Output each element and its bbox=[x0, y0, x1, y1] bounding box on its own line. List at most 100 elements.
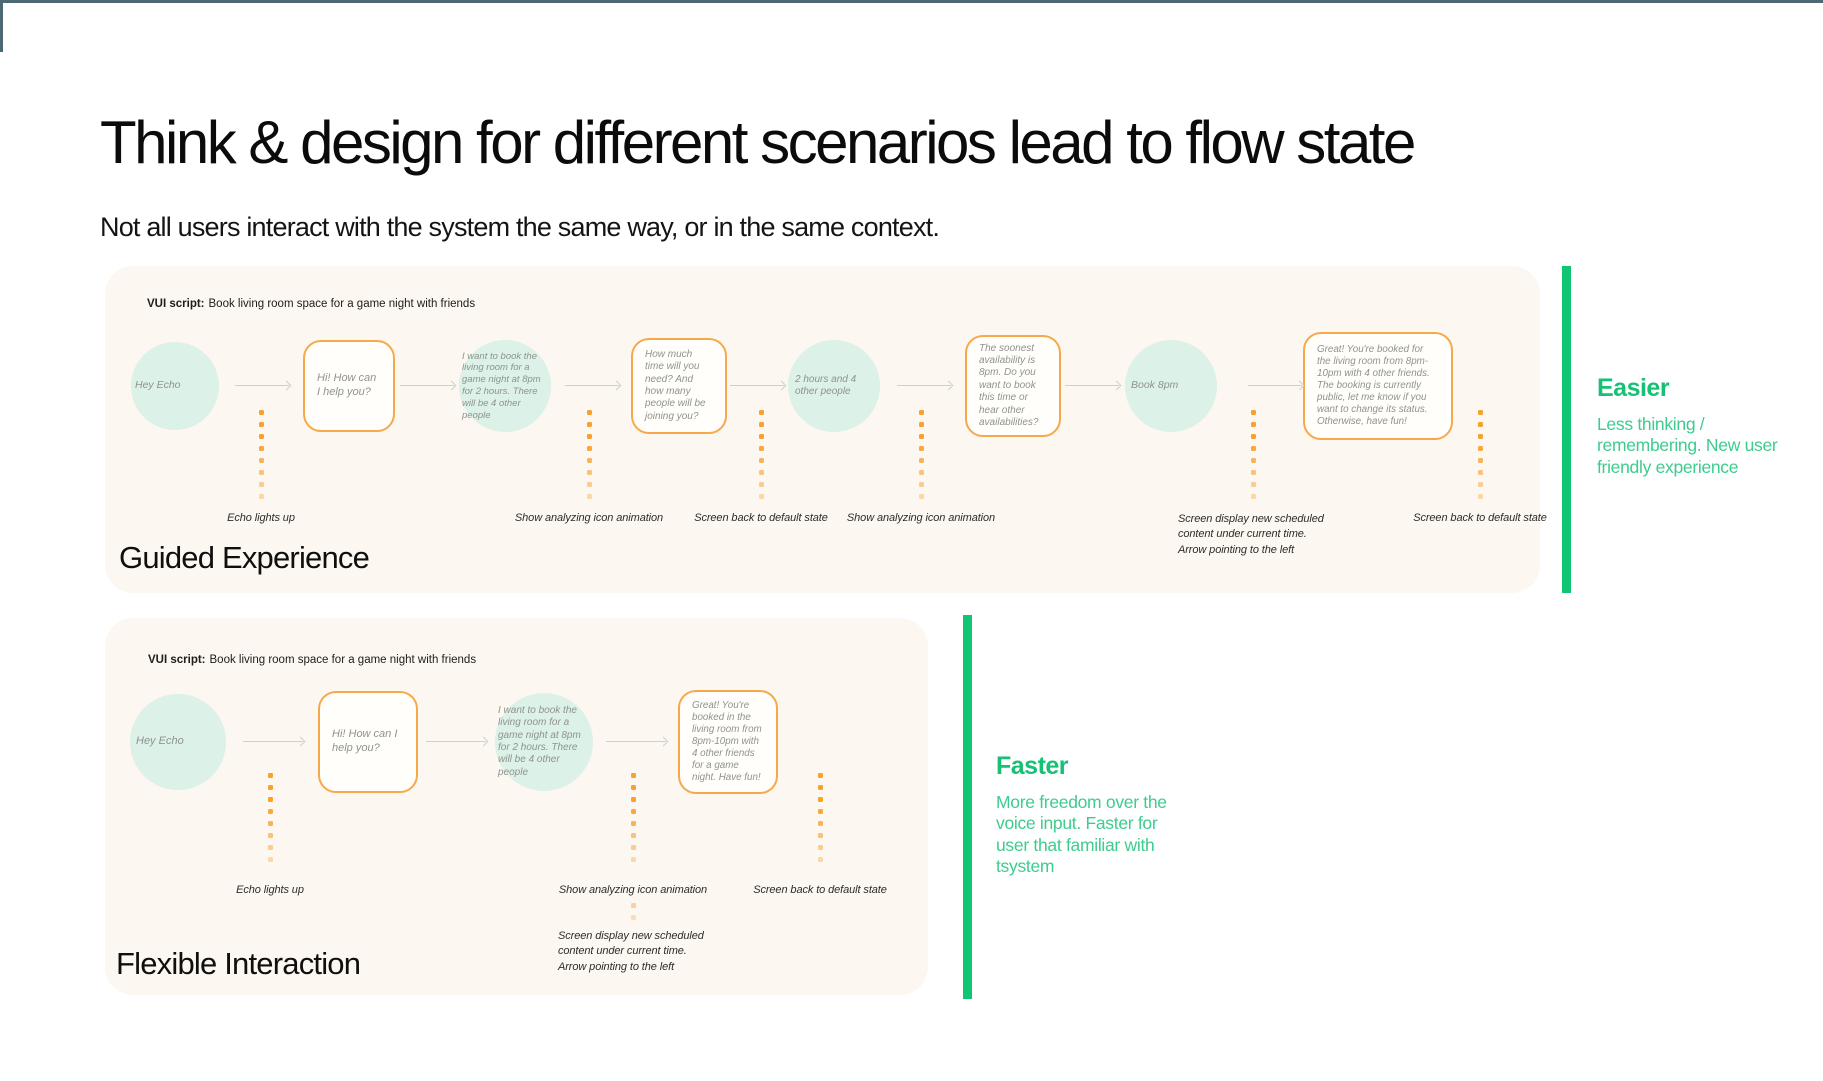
dotted-connector bbox=[817, 773, 823, 869]
connector-dot bbox=[1250, 458, 1256, 463]
connector-dot bbox=[267, 845, 273, 850]
flow-arrow bbox=[896, 385, 951, 386]
connector-dot bbox=[1477, 422, 1483, 427]
faster-accent-bar bbox=[963, 615, 972, 999]
connector-dot bbox=[630, 903, 636, 908]
annotation-label: Echo lights up bbox=[227, 512, 295, 524]
easier-body: Less thinking / remembering. New user fr… bbox=[1597, 414, 1778, 477]
annotation-label: Show analyzing icon animation bbox=[846, 512, 996, 524]
connector-dot bbox=[1250, 482, 1256, 487]
connector-dot bbox=[1477, 434, 1483, 439]
connector-dot bbox=[1477, 494, 1483, 499]
vui-script: VUI script:Book living room space for a … bbox=[147, 298, 475, 310]
faster-body: More freedom over the voice input. Faste… bbox=[996, 792, 1167, 877]
easier-accent-bar bbox=[1562, 266, 1571, 593]
connector-dot bbox=[630, 809, 636, 814]
connector-dot bbox=[918, 434, 924, 439]
connector-dot bbox=[267, 821, 273, 826]
connector-dot bbox=[817, 785, 823, 790]
page-subtitle: Not all users interact with the system t… bbox=[100, 212, 940, 242]
dotted-connector bbox=[630, 773, 636, 869]
vui-script-label: VUI script: bbox=[148, 654, 206, 666]
connector-dot bbox=[1477, 458, 1483, 463]
connector-dot bbox=[817, 845, 823, 850]
dotted-connector bbox=[918, 410, 924, 506]
vui-script-text: Book living room space for a game night … bbox=[209, 654, 477, 666]
connector-dot bbox=[258, 434, 264, 439]
node-text: Great! You're booked in the living room … bbox=[692, 699, 762, 784]
connector-dot bbox=[586, 482, 592, 487]
connector-dot bbox=[258, 482, 264, 487]
node-text: I want to book the living room for a gam… bbox=[498, 704, 581, 778]
dotted-connector bbox=[267, 773, 273, 869]
user-utterance-node: Hey Echo bbox=[130, 694, 226, 790]
connector-dot bbox=[918, 470, 924, 475]
dotted-connector bbox=[758, 410, 764, 506]
connector-dot bbox=[918, 422, 924, 427]
frame-edge-left bbox=[0, 0, 3, 52]
flow-arrow bbox=[243, 741, 303, 742]
connector-dot bbox=[817, 773, 823, 778]
node-text: Hey Echo bbox=[135, 379, 181, 392]
flow-arrow bbox=[729, 385, 784, 386]
connector-dot bbox=[817, 809, 823, 814]
connector-dot bbox=[267, 797, 273, 802]
panel-title: Flexible Interaction bbox=[116, 946, 361, 981]
node-text: Hi! How can I help you? bbox=[332, 728, 398, 754]
panel-title: Guided Experience bbox=[119, 540, 370, 575]
connector-dot bbox=[258, 446, 264, 451]
node-text: Hi! How can I help you? bbox=[317, 372, 377, 398]
connector-dot bbox=[918, 482, 924, 487]
connector-dot bbox=[1250, 410, 1256, 415]
connector-dot bbox=[630, 833, 636, 838]
faster-heading: Faster bbox=[996, 752, 1069, 780]
system-response-node: Great! You're booked for the living room… bbox=[1303, 332, 1453, 440]
annotation-label: Echo lights up bbox=[236, 884, 304, 896]
flow-arrow bbox=[606, 741, 666, 742]
connector-dot bbox=[258, 458, 264, 463]
user-utterance-node: Book 8pm bbox=[1125, 340, 1217, 432]
vui-script-text: Book living room space for a game night … bbox=[208, 298, 476, 310]
node-text: How much time will you need? And how man… bbox=[645, 348, 706, 422]
connector-dot bbox=[1477, 410, 1483, 415]
system-response-node: How much time will you need? And how man… bbox=[631, 338, 727, 434]
annotation-label: Screen display new scheduled content und… bbox=[558, 930, 704, 973]
flow-arrow bbox=[426, 741, 486, 742]
vui-script-label: VUI script: bbox=[147, 298, 205, 310]
node-text: The soonest availability is 8pm. Do you … bbox=[979, 342, 1039, 428]
flow-arrow bbox=[565, 385, 619, 386]
connector-dot bbox=[758, 458, 764, 463]
connector-dot bbox=[1250, 494, 1256, 499]
annotation-label: Show analyzing icon animation bbox=[514, 512, 664, 524]
connector-dot bbox=[817, 821, 823, 826]
connector-dot bbox=[1477, 470, 1483, 475]
connector-dot bbox=[817, 833, 823, 838]
user-utterance-node: 2 hours and 4 other people bbox=[788, 340, 880, 432]
vui-script: VUI script:Book living room space for a … bbox=[148, 654, 476, 666]
connector-dot bbox=[1250, 422, 1256, 427]
connector-dot bbox=[1250, 434, 1256, 439]
connector-dot bbox=[586, 434, 592, 439]
connector-dot bbox=[586, 494, 592, 499]
flow-arrow bbox=[1247, 385, 1302, 386]
connector-dot bbox=[586, 446, 592, 451]
connector-dot bbox=[758, 482, 764, 487]
connector-dot bbox=[918, 494, 924, 499]
node-text: Book 8pm bbox=[1131, 379, 1179, 392]
node-text: Great! You're booked for the living room… bbox=[1317, 343, 1430, 428]
connector-dot bbox=[586, 458, 592, 463]
system-response-node: Hi! How can I help you? bbox=[318, 691, 418, 793]
user-utterance-node: I want to book the living room for a gam… bbox=[459, 340, 551, 432]
flexible-interaction-panel: VUI script:Book living room space for a … bbox=[105, 618, 928, 995]
connector-dot bbox=[758, 422, 764, 427]
connector-dot bbox=[758, 494, 764, 499]
connector-dot bbox=[918, 410, 924, 415]
connector-dot bbox=[758, 410, 764, 415]
guided-experience-panel: VUI script:Book living room space for a … bbox=[105, 266, 1547, 593]
connector-dot bbox=[258, 410, 264, 415]
connector-dot bbox=[630, 785, 636, 790]
connector-dot bbox=[630, 773, 636, 778]
connector-dot bbox=[586, 470, 592, 475]
easier-heading: Easier bbox=[1597, 374, 1670, 402]
